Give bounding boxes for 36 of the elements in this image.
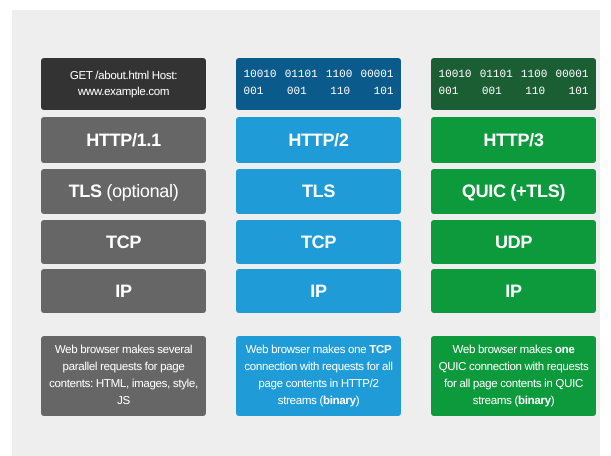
layer-name: HTTP/1.1 [86, 130, 161, 150]
request-box [41, 58, 206, 110]
layer-name: HTTP/2 [288, 130, 349, 150]
description-text: Web browser makes several parallel requests for page contents: HTML, images, style, JS [48, 343, 198, 409]
binary-data-box [431, 58, 596, 110]
protocol-layer-box [41, 169, 206, 214]
layer-name: TCP [106, 232, 142, 252]
binary-data-box [236, 58, 401, 110]
layer-name: TLS (optional) [68, 181, 178, 202]
protocol-layer-box [41, 117, 206, 163]
protocol-layer-box [431, 269, 596, 313]
request-text: GET /about.html Host: www.example.com [68, 69, 178, 100]
protocol-layer-box [236, 220, 401, 264]
protocol-layer-box [41, 220, 206, 264]
layer-name: IP [310, 280, 327, 302]
protocol-layer-box [431, 169, 596, 214]
description-text: Web browser makes one QUIC connection with requests for all page contents in QUIC streams (binary) [438, 343, 588, 409]
layer-name: QUIC (+TLS) [462, 181, 566, 202]
layer-name: TLS [302, 181, 336, 202]
layer-name: UDP [494, 232, 532, 252]
description-box [236, 336, 401, 416]
layer-name: IP [505, 280, 522, 302]
description-text: Web browser makes one TCP connection with requests for all page contents in HTTP/2 streams (binary) [244, 343, 394, 409]
protocol-layer-box [431, 117, 596, 163]
binary-digits: 10010 01101 1100 00001 001 001 110 101 [244, 68, 394, 100]
binary-digits: 10010 01101 1100 00001 001 001 110 101 [438, 68, 588, 100]
layer-name: IP [115, 280, 132, 302]
protocol-layer-box [236, 169, 401, 214]
protocol-layer-box [431, 220, 596, 264]
layer-name: TCP [300, 232, 336, 252]
layer-name: HTTP/3 [483, 130, 544, 150]
protocol-layer-box [41, 269, 206, 313]
description-box [431, 336, 596, 416]
protocol-layer-box [236, 117, 401, 163]
protocol-layer-box [236, 269, 401, 313]
description-box [41, 336, 206, 416]
